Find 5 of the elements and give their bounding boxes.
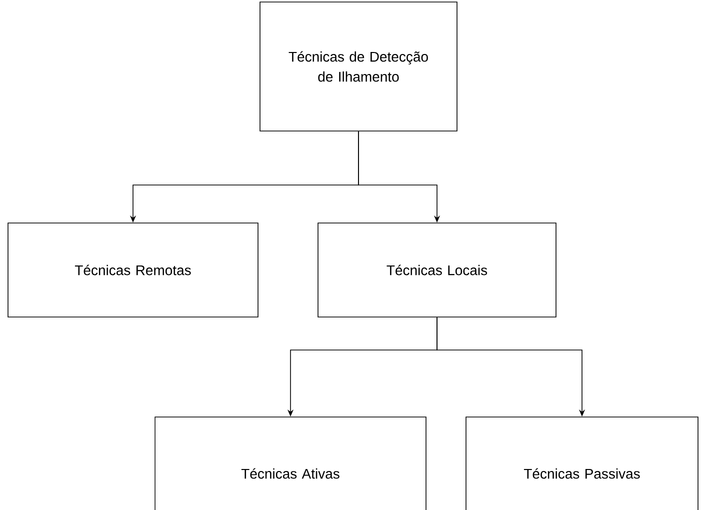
box: Técnicas Remotas [8, 222, 258, 318]
box: Técnicas Ativas [154, 416, 426, 510]
box: Técnicas de Detecção de Ilhamento [260, 2, 458, 132]
box: Técnicas Passivas [466, 416, 698, 510]
box: Técnicas Locais [318, 222, 556, 318]
